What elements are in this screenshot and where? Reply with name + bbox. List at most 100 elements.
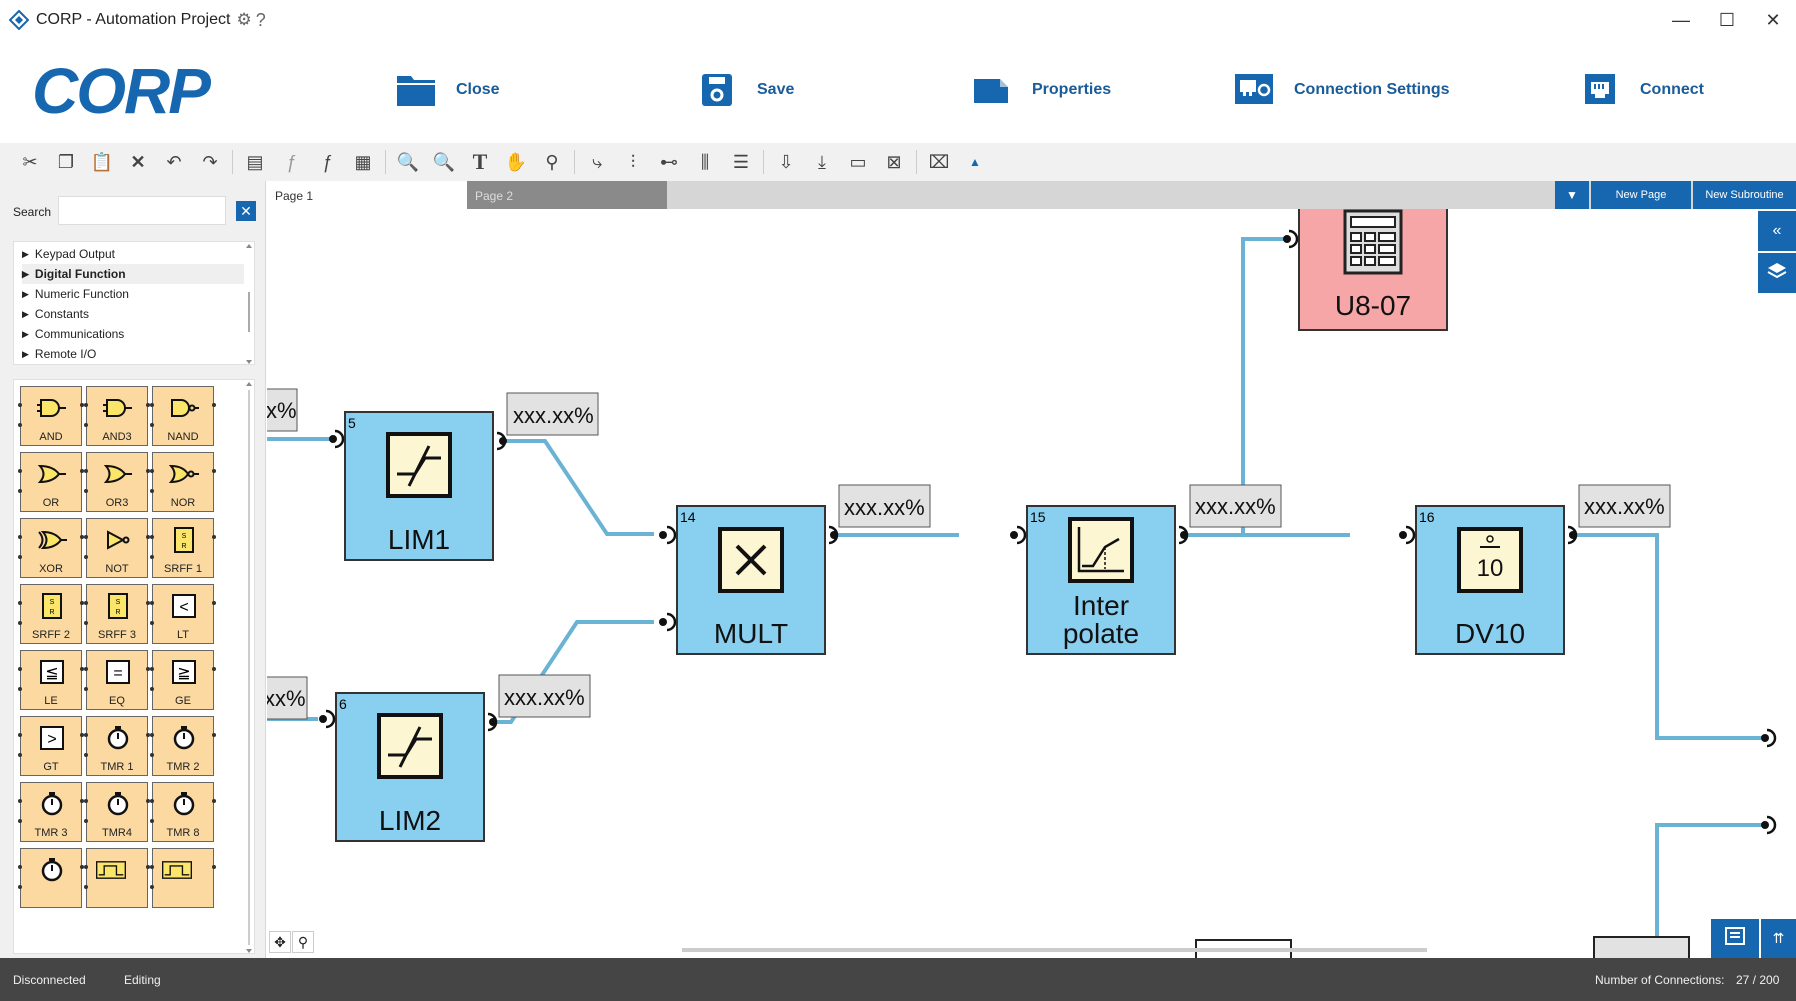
palette-item-tmr-2[interactable]: TMR 2 xyxy=(150,716,216,776)
pdf-export-icon[interactable]: ▤ xyxy=(246,151,264,172)
search-clear-button[interactable]: ✕ xyxy=(236,201,256,221)
palette-item-le[interactable]: ≦LE xyxy=(18,650,84,710)
new-page-button[interactable]: New Page xyxy=(1591,181,1691,209)
palette-item-tmr4[interactable]: TMR4 xyxy=(84,782,150,842)
tree-item-digital-function[interactable]: ▶Digital Function xyxy=(22,264,244,284)
layers-button[interactable] xyxy=(1758,253,1796,293)
tab-page-2[interactable]: Page 2 xyxy=(467,181,667,209)
page-dropdown-button[interactable]: ▼ xyxy=(1555,181,1589,209)
palette-item-block-23[interactable] xyxy=(150,848,216,908)
close-box-icon[interactable]: ⊠ xyxy=(886,151,902,172)
palette-item-tmr-3[interactable]: TMR 3 xyxy=(18,782,84,842)
cut-icon[interactable]: ✂ xyxy=(22,151,38,172)
palette-item-label: GT xyxy=(43,761,59,773)
tree-item-constants[interactable]: ▶Constants xyxy=(22,304,244,324)
connection-settings-button[interactable]: Connection Settings xyxy=(1232,70,1450,110)
palette-scrollbar[interactable] xyxy=(244,380,254,954)
new-subroutine-button[interactable]: New Subroutine xyxy=(1693,181,1796,209)
expand-up-button[interactable]: ⇈ xyxy=(1761,919,1796,958)
collapse-icon[interactable]: ▲ xyxy=(969,155,981,169)
palette-item-block-22[interactable] xyxy=(84,848,150,908)
copy-icon[interactable]: ❐ xyxy=(57,151,75,172)
multiply-icon xyxy=(718,527,784,593)
xls-export-icon[interactable]: ▦ xyxy=(354,151,372,172)
zoom-in-icon[interactable]: 🔍 xyxy=(396,151,420,172)
title-bar: CORP - Automation Project ⚙ ? — ☐ ✕ xyxy=(0,0,1796,40)
palette-item-block-21[interactable] xyxy=(18,848,84,908)
pin-pin-out xyxy=(80,535,84,539)
palette-item-gt[interactable]: >GT xyxy=(18,716,84,776)
value-tag-text: x% xyxy=(267,398,297,423)
palette-item-tmr-8[interactable]: TMR 8 xyxy=(150,782,216,842)
clear-icon[interactable]: ⌧ xyxy=(928,151,950,172)
palette-item-xor[interactable]: XOR xyxy=(18,518,84,578)
value-tag-text: xxx.xx% xyxy=(504,685,585,710)
connect-button[interactable]: Connect xyxy=(1578,70,1704,110)
expand-arrow-icon: ▶ xyxy=(22,348,29,359)
palette-item-or3[interactable]: OR3 xyxy=(84,452,150,512)
function-icon[interactable]: ƒ xyxy=(321,151,332,172)
monitor-icon[interactable]: ▭ xyxy=(849,151,867,172)
text-icon[interactable]: T xyxy=(472,149,488,174)
palette-item-or[interactable]: OR xyxy=(18,452,84,512)
tree-scrollbar[interactable] xyxy=(244,242,254,366)
undo-icon[interactable]: ↶ xyxy=(166,151,182,172)
page-tabs: Page 1 Page 2 ▼ New Page New Subroutine xyxy=(267,181,1796,209)
connections-label: Number of Connections: xyxy=(1595,973,1725,987)
find-icon[interactable]: ⚲ xyxy=(545,151,559,172)
minimize-button[interactable]: — xyxy=(1672,9,1690,30)
tab-page-1[interactable]: Page 1 xyxy=(267,181,467,209)
palette-item-and[interactable]: AND xyxy=(18,386,84,446)
distribute-icon[interactable]: ⫼ xyxy=(700,151,710,172)
align-vertical-icon[interactable]: ⫶ xyxy=(630,151,636,172)
diagram-canvas[interactable]: x% xxx.xx% xx% xxx.xx% xxx.xx% xyxy=(267,209,1796,958)
palette-item-lt[interactable]: <LT xyxy=(150,584,216,644)
tree-item-remote-io[interactable]: ▶Remote I/O xyxy=(22,344,244,364)
collapse-panel-button[interactable]: « xyxy=(1758,211,1796,251)
palette-item-eq[interactable]: =EQ xyxy=(84,650,150,710)
download-block-icon[interactable]: ⇩ xyxy=(778,151,794,172)
help-icon[interactable]: ? xyxy=(255,9,266,30)
palette-item-label: NOT xyxy=(105,563,129,575)
palette-item-tmr-1[interactable]: TMR 1 xyxy=(84,716,150,776)
tree-item-keypad-output[interactable]: ▶Keypad Output xyxy=(22,244,244,264)
palette-item-nand[interactable]: NAND xyxy=(150,386,216,446)
paste-icon[interactable]: 📋 xyxy=(90,151,114,172)
pin-pin-in-top xyxy=(150,667,154,671)
notes-button[interactable] xyxy=(1711,919,1759,958)
align-horizontal-icon[interactable]: ⊷ xyxy=(660,151,678,172)
pan-hand-icon[interactable]: ✋ xyxy=(504,151,528,172)
save-button[interactable]: Save xyxy=(695,70,794,110)
palette-item-ge[interactable]: ≧GE xyxy=(150,650,216,710)
toolbar-separator xyxy=(763,150,764,174)
zoom-out-icon[interactable]: 🔍 xyxy=(432,151,456,172)
pulse-icon xyxy=(96,855,126,885)
gear-icon[interactable]: ⚙ xyxy=(236,10,252,29)
palette-item-and3[interactable]: AND3 xyxy=(84,386,150,446)
properties-button[interactable]: Properties xyxy=(970,70,1111,110)
pin-pin-in-top xyxy=(150,865,154,869)
palette-item-not[interactable]: NOT xyxy=(84,518,150,578)
maximize-button[interactable]: ☐ xyxy=(1718,9,1736,30)
download-icon[interactable]: ⤓ xyxy=(818,151,826,172)
zoom-tool-button[interactable]: ⚲ xyxy=(292,931,314,953)
spacing-icon[interactable]: ☰ xyxy=(732,151,750,172)
palette-item-nor[interactable]: NOR xyxy=(150,452,216,512)
delete-icon[interactable]: ✕ xyxy=(130,151,146,172)
close-button[interactable]: Close xyxy=(394,70,500,110)
close-window-button[interactable]: ✕ xyxy=(1765,9,1781,30)
function-disabled-icon[interactable]: ƒ xyxy=(285,151,296,172)
link-icon[interactable]: ⤷ xyxy=(591,151,603,172)
move-tool-button[interactable]: ✥ xyxy=(269,931,291,953)
block-name-line-1: Inter xyxy=(1073,590,1129,621)
diagram-svg: x% xxx.xx% xx% xxx.xx% xxx.xx% xyxy=(267,209,1777,958)
tree-item-numeric-function[interactable]: ▶Numeric Function xyxy=(22,284,244,304)
search-input[interactable] xyxy=(58,196,226,225)
palette-item-label: SRFF 3 xyxy=(98,629,136,641)
redo-icon[interactable]: ↷ xyxy=(202,151,218,172)
tree-item-communications[interactable]: ▶Communications xyxy=(22,324,244,344)
